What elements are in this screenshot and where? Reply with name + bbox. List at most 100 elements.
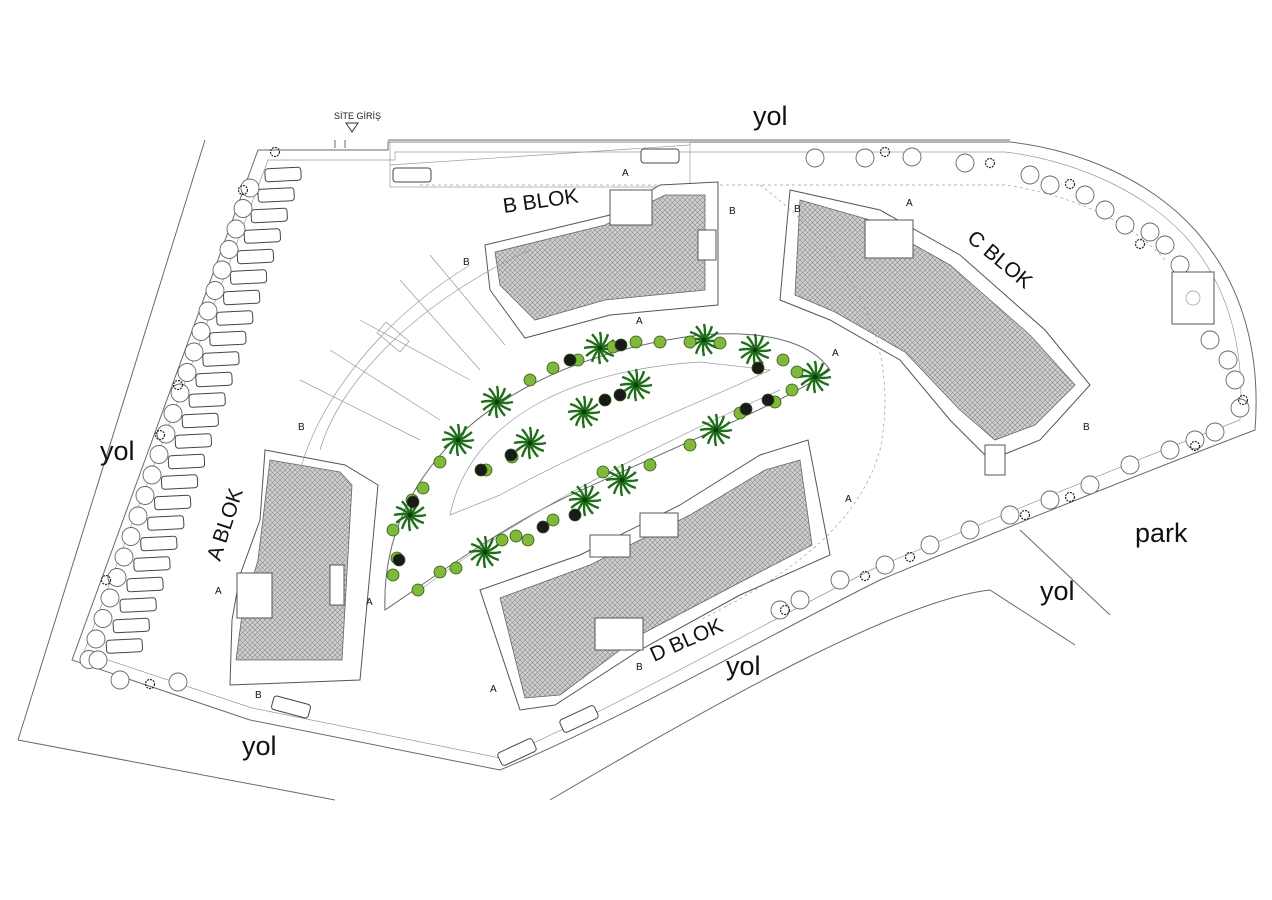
tree-icon (1230, 398, 1250, 418)
small-plant-icon (879, 146, 891, 158)
tree-icon (1080, 475, 1100, 495)
b-blok-building (484, 181, 719, 339)
shrub-icon (776, 353, 790, 367)
small-plant-icon (172, 379, 184, 391)
shrub-icon (643, 458, 657, 472)
tree-icon (1040, 175, 1060, 195)
small-plant-icon (144, 678, 156, 690)
dark-shrub-icon (598, 393, 612, 407)
tree-icon (198, 301, 218, 321)
marker-b: B (794, 204, 801, 215)
tree-icon (805, 148, 825, 168)
tree-icon (168, 672, 188, 692)
car-icon (559, 705, 599, 733)
palm-tree-icon (441, 423, 475, 457)
palm-tree-icon (468, 535, 502, 569)
car-icon (140, 535, 178, 552)
tree-icon (1200, 330, 1220, 350)
tree-icon (960, 520, 980, 540)
car-icon (222, 289, 261, 306)
central-promenade (299, 184, 886, 621)
dark-shrub-icon (406, 495, 420, 509)
marker-a: A (832, 348, 839, 359)
car-icon (188, 392, 226, 408)
tree-icon (855, 148, 875, 168)
parking-row (105, 166, 302, 654)
tree-icon (240, 178, 260, 198)
car-icon (126, 576, 164, 593)
tree-icon (1040, 490, 1060, 510)
tree-icon (212, 260, 232, 280)
tree-icon (1140, 222, 1160, 242)
car-icon (174, 433, 212, 449)
tree-icon (93, 609, 113, 628)
shrub-icon (386, 568, 400, 582)
small-plant-icon (984, 157, 996, 169)
car-icon (160, 474, 199, 490)
tree-icon (100, 588, 120, 608)
shrub-icon (683, 438, 697, 452)
tree-icon (88, 650, 108, 670)
tree-icon (1185, 430, 1205, 450)
car-icon (250, 207, 288, 224)
car-icon (181, 412, 219, 429)
tree-icon (1225, 370, 1245, 390)
car-icon (257, 187, 295, 203)
tree-icon (1160, 440, 1180, 460)
road-label-north: yol (753, 101, 788, 131)
block-label-a: A BLOK (203, 485, 248, 563)
dark-shrub-icon (563, 353, 577, 367)
marker-a: A (622, 168, 629, 179)
palm-tree-icon (568, 483, 602, 517)
tree-icon (191, 322, 211, 341)
car-icon (167, 453, 206, 470)
c-blok-building (779, 189, 1091, 476)
stair-icon (376, 321, 410, 353)
palm-tree-icon (480, 385, 514, 419)
marker-b: B (729, 206, 736, 217)
car-icon (209, 330, 247, 347)
landscape-planting (100, 146, 1249, 690)
small-plant-icon (269, 146, 281, 158)
tree-icon (149, 445, 169, 464)
tree-icon (1095, 200, 1115, 220)
shrub-icon (523, 373, 537, 387)
tree-icon (226, 219, 246, 239)
marker-b: B (255, 690, 262, 701)
car-icon (153, 494, 192, 511)
perimeter-trees (79, 147, 1250, 692)
small-plant-icon (859, 570, 871, 582)
car-icon (264, 166, 302, 183)
shrub-icon (629, 335, 643, 349)
marker-b: B (298, 422, 305, 433)
top-driveway (389, 141, 691, 188)
shrub-icon (713, 336, 727, 350)
small-plant-icon (154, 429, 166, 441)
shrub-icon (449, 561, 463, 575)
dark-shrub-icon (474, 463, 488, 477)
tree-icon (156, 424, 176, 444)
shrub-icon (509, 529, 523, 543)
tree-icon (177, 363, 197, 382)
palm-tree-icon (738, 333, 772, 367)
shrub-icon (386, 523, 400, 537)
bottom-driveway (271, 695, 599, 766)
small-plant-icon (1134, 238, 1146, 250)
dark-shrub-icon (504, 448, 518, 462)
site-entrance-label: SİTE GİRİŞ (334, 111, 381, 121)
tree-icon (128, 506, 148, 526)
car-icon (236, 248, 275, 265)
tree-icon (1205, 422, 1225, 442)
tree-icon (184, 342, 204, 362)
tree-icon (135, 486, 155, 505)
small-plant-icon (779, 604, 791, 616)
car-icon (147, 515, 185, 531)
marker-b: B (636, 662, 643, 673)
sports-court (1171, 271, 1215, 325)
car-icon (105, 638, 143, 654)
tree-icon (902, 147, 922, 167)
tree-icon (107, 568, 127, 587)
tree-icon (1218, 350, 1238, 370)
dark-shrub-icon (536, 520, 550, 534)
shrub-icon (546, 361, 560, 375)
